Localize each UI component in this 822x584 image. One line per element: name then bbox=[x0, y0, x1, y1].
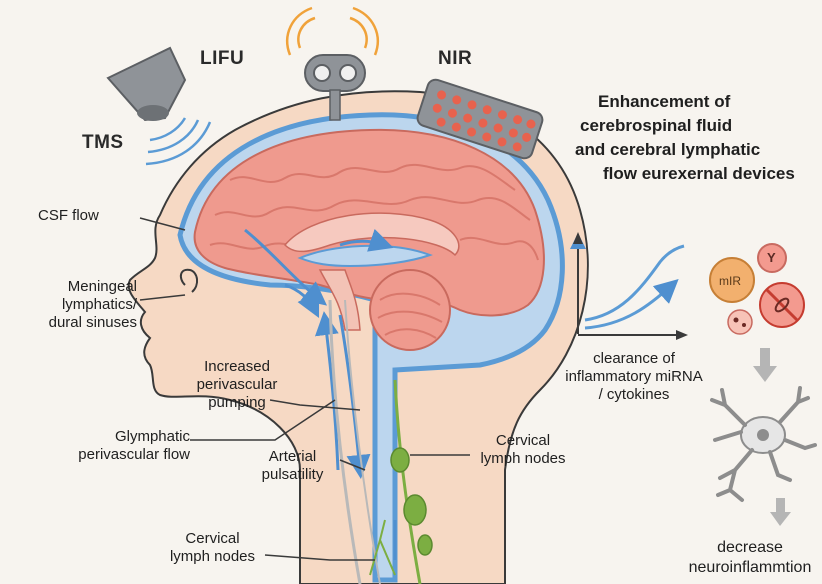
clearance-label: clearance of inflammatory miRNA / cytoki… bbox=[560, 350, 708, 404]
increased-pumping-label: Increased perivascular pumping bbox=[182, 358, 292, 412]
nir-label: NIR bbox=[438, 48, 472, 70]
arterial-pulsatility-label: Arterial pulsatility bbox=[245, 448, 340, 484]
arterial-line-1: Arterial bbox=[245, 448, 340, 466]
title-line-3: and cerebral lymphatic bbox=[575, 138, 760, 162]
decrease-label: decrease neuroinflammtion bbox=[680, 538, 820, 578]
clearance-line-1: clearance of bbox=[560, 350, 708, 368]
increased-line-1: Increased bbox=[182, 358, 292, 376]
lifu-label: LIFU bbox=[200, 48, 244, 70]
small-molecule-icon bbox=[728, 310, 752, 334]
cervical-bottom-line-2: lymph nodes bbox=[160, 548, 265, 566]
increased-line-3: pumping bbox=[182, 394, 292, 412]
microglia-icon bbox=[712, 388, 815, 500]
title-line-1: Enhancement of bbox=[598, 90, 730, 114]
decrease-line-2: neuroinflammtion bbox=[680, 558, 820, 578]
cervical-right-line-2: lymph nodes bbox=[468, 450, 578, 468]
meningeal-label: Meningeal lymphatics/ dural sinuses bbox=[22, 278, 137, 332]
increased-line-2: perivascular bbox=[182, 376, 292, 394]
glymphatic-line-1: Glymphatic bbox=[20, 428, 190, 446]
cervical-nodes-right-label: Cervical lymph nodes bbox=[468, 432, 578, 468]
meningeal-line-2: lymphatics/ bbox=[22, 296, 137, 314]
mir-badge-text: mIR bbox=[719, 272, 741, 290]
clearance-line-2: inflammatory miRNA bbox=[560, 368, 708, 386]
cervical-right-line-1: Cervical bbox=[468, 432, 578, 450]
meningeal-line-3: dural sinuses bbox=[22, 314, 137, 332]
glymphatic-label: Glymphatic perivascular flow bbox=[20, 428, 190, 464]
arterial-line-2: pulsatility bbox=[245, 466, 340, 484]
cervical-nodes-bottom-label: Cervical lymph nodes bbox=[160, 530, 265, 566]
tms-label: TMS bbox=[82, 132, 124, 154]
cervical-bottom-line-1: Cervical bbox=[160, 530, 265, 548]
title-line-4: flow eurexernal devices bbox=[603, 162, 795, 186]
decrease-line-1: decrease bbox=[680, 538, 820, 558]
clearance-graph bbox=[573, 232, 688, 340]
clearance-line-3: / cytokines bbox=[560, 386, 708, 404]
csf-flow-label: CSF flow bbox=[38, 207, 99, 225]
glymphatic-line-2: perivascular flow bbox=[20, 446, 190, 464]
meningeal-line-1: Meningeal bbox=[22, 278, 137, 296]
blocked-molecule-icon bbox=[760, 283, 804, 327]
title-line-2: cerebrospinal fluid bbox=[580, 114, 732, 138]
y-badge-text: Y bbox=[767, 249, 776, 267]
